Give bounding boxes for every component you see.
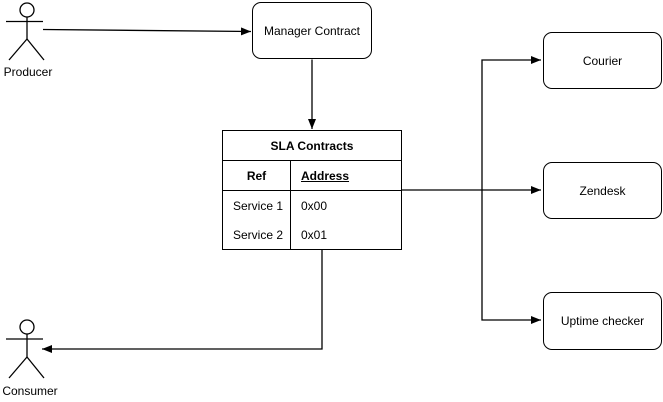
edge-producer-to-manager (42, 27, 252, 36)
node-courier[interactable]: Courier (543, 32, 662, 89)
cell-address: 0x00 (301, 198, 328, 213)
node-uptime-checker[interactable]: Uptime checker (543, 292, 662, 350)
table-header-row: Ref Address (223, 161, 401, 191)
cell-ref: Service 1 (223, 191, 291, 220)
table-header-address: Address (301, 168, 350, 183)
node-label: Manager Contract (263, 23, 361, 38)
edge-table-to-uptime (481, 190, 541, 324)
edge-table-to-courier (481, 56, 541, 190)
node-label: Uptime checker (560, 314, 645, 328)
consumer-actor-icon[interactable] (6, 319, 45, 379)
cell-address: 0x01 (301, 227, 328, 242)
edge-table-to-consumer (42, 250, 323, 353)
table-row: Service 2 0x01 (223, 220, 401, 249)
table-header-ref: Ref (223, 161, 291, 190)
table-title: SLA Contracts (223, 131, 401, 161)
node-sla-contracts-table[interactable]: SLA Contracts Ref Address Service 1 0x00… (222, 130, 402, 250)
node-manager-contract[interactable]: Manager Contract (252, 2, 372, 59)
node-label: Zendesk (579, 183, 626, 198)
node-label: Courier (582, 53, 623, 68)
cell-ref: Service 2 (223, 220, 291, 249)
table-row: Service 1 0x00 (223, 191, 401, 220)
consumer-label: Consumer (2, 384, 58, 398)
node-zendesk[interactable]: Zendesk (543, 162, 662, 219)
producer-label: Producer (3, 65, 53, 79)
producer-actor-icon[interactable] (6, 2, 45, 61)
